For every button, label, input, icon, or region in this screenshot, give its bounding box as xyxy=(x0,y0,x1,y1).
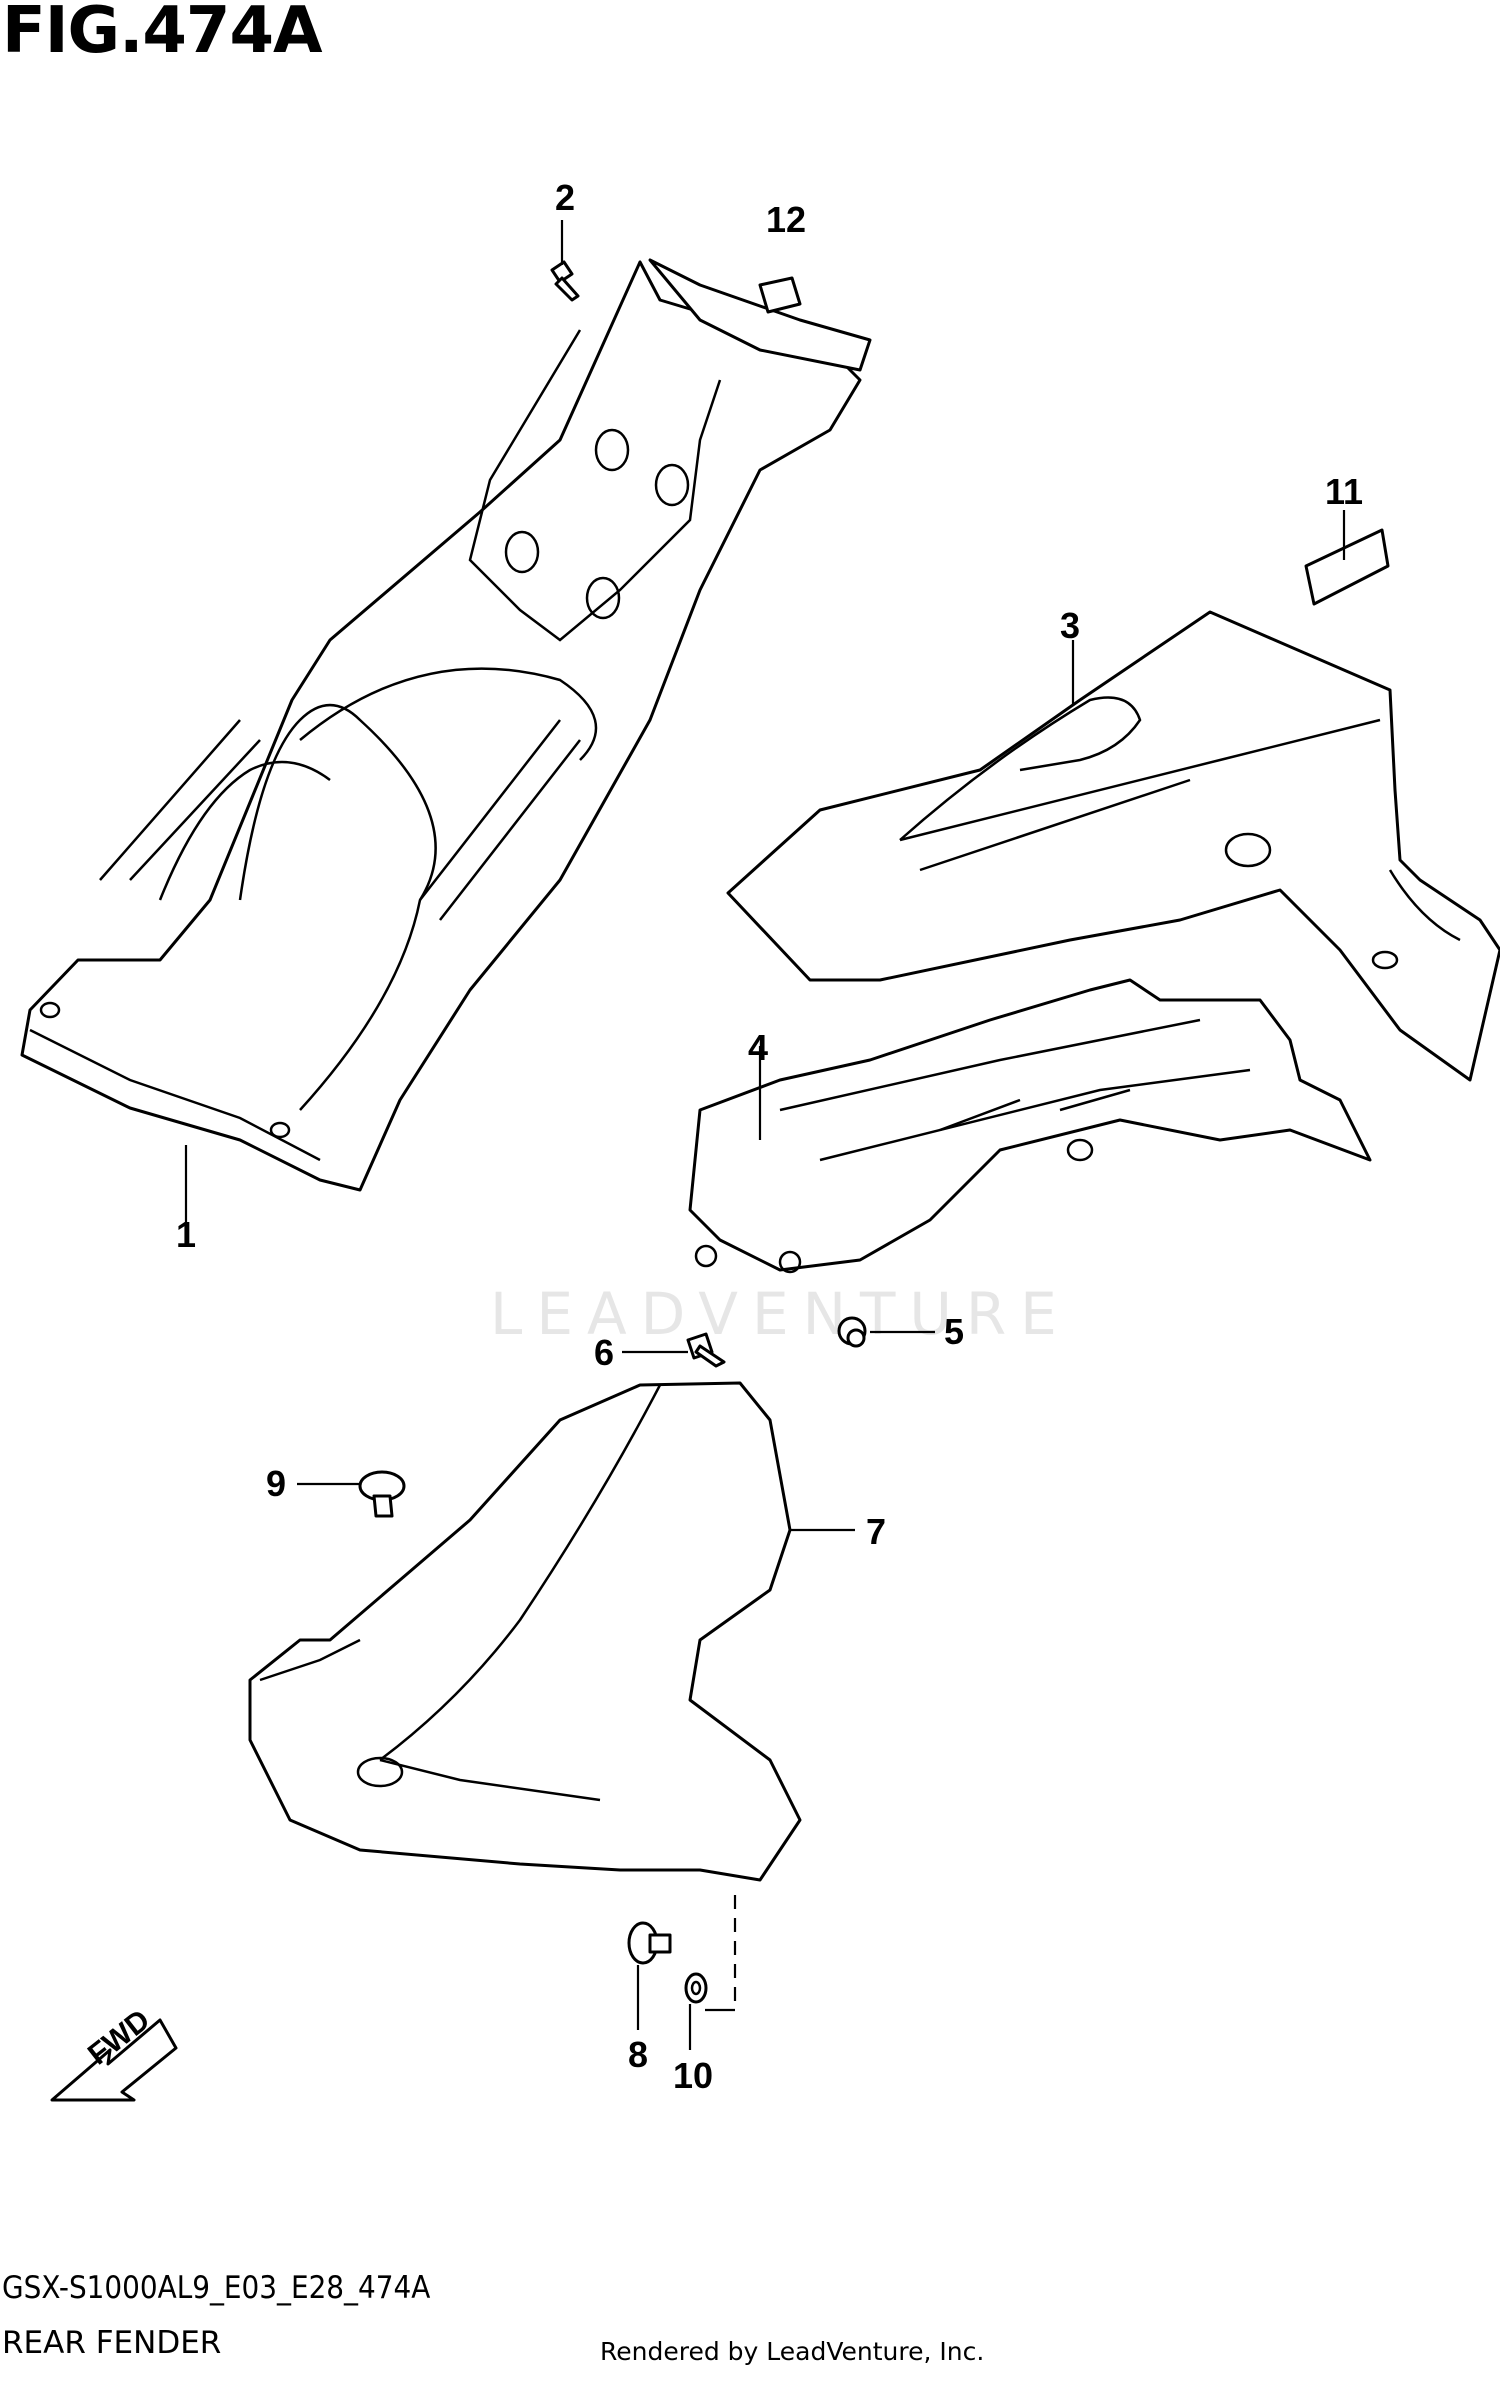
part-10-washer[interactable] xyxy=(684,1972,708,2004)
model-code: GSX-S1000AL9_E03_E28_474A xyxy=(2,2270,431,2306)
callout-4[interactable]: 4 xyxy=(747,1027,769,1068)
part-7-hugger[interactable] xyxy=(248,1381,802,1882)
part-11-label[interactable] xyxy=(1304,528,1390,606)
callout-8[interactable]: 8 xyxy=(627,2034,649,2075)
callout-1[interactable]: 1 xyxy=(175,1214,197,1255)
part-6-screw[interactable] xyxy=(686,1332,726,1368)
callout-10[interactable]: 10 xyxy=(672,2055,714,2096)
callout-12[interactable]: 12 xyxy=(765,199,807,240)
callout-7[interactable]: 7 xyxy=(865,1511,887,1552)
watermark: LEADVENTURE xyxy=(490,1280,1071,1348)
callout-6[interactable]: 6 xyxy=(593,1332,615,1373)
part-12-label[interactable] xyxy=(758,276,802,314)
callout-5[interactable]: 5 xyxy=(943,1311,965,1352)
callout-11[interactable]: 11 xyxy=(1324,471,1364,512)
part-9-bolt[interactable] xyxy=(358,1470,406,1518)
part-2-screw[interactable] xyxy=(550,260,580,302)
part-8-bolt[interactable] xyxy=(627,1921,672,1965)
part-3-tail-cowl[interactable] xyxy=(726,610,1500,1082)
rendered-by-credit: Rendered by LeadVenture, Inc. xyxy=(600,2337,985,2366)
part-1-inner-rear-fender[interactable] xyxy=(20,258,872,1192)
part-5-nut[interactable] xyxy=(837,1316,867,1348)
figure-title: FIG.474A xyxy=(2,0,322,68)
callout-9[interactable]: 9 xyxy=(265,1463,287,1504)
fwd-arrow-icon xyxy=(50,2018,178,2102)
callout-2[interactable]: 2 xyxy=(554,177,576,218)
leader-lines xyxy=(184,220,1346,2050)
part-4-fender-bracket[interactable] xyxy=(688,978,1372,1274)
callout-3[interactable]: 3 xyxy=(1059,605,1081,646)
group-name: REAR FENDER xyxy=(2,2325,222,2361)
